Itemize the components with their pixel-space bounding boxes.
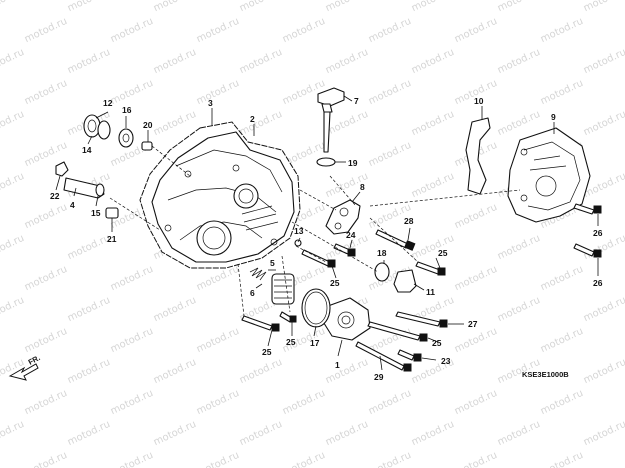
callout-27: 27 bbox=[468, 319, 478, 329]
callout-25e: 25 bbox=[432, 338, 442, 348]
callout-14: 14 bbox=[82, 145, 92, 155]
leader-lines bbox=[55, 95, 599, 371]
callout-25d: 25 bbox=[286, 337, 296, 347]
sprocket-cover-assembly bbox=[465, 117, 591, 223]
chain-guide-plate bbox=[465, 117, 491, 195]
callout-10: 10 bbox=[474, 96, 484, 106]
callout-2: 2 bbox=[250, 114, 255, 124]
sealing-washer bbox=[374, 262, 390, 282]
oil-dipstick bbox=[316, 87, 345, 167]
crankcase-cover-assembly bbox=[139, 121, 301, 269]
callout-17: 17 bbox=[310, 338, 320, 348]
o-ring-14 bbox=[97, 120, 111, 140]
direction-label: FR. bbox=[27, 353, 42, 367]
filter-spring bbox=[249, 267, 267, 281]
callout-16: 16 bbox=[122, 105, 132, 115]
callout-1: 1 bbox=[335, 360, 340, 370]
callout-23: 23 bbox=[441, 356, 451, 366]
drive-sprocket-cover bbox=[507, 127, 591, 223]
callout-13: 13 bbox=[294, 226, 304, 236]
callout-3: 3 bbox=[208, 98, 213, 108]
callout-7: 7 bbox=[354, 96, 359, 106]
washer-15 bbox=[95, 183, 105, 197]
callout-21: 21 bbox=[107, 234, 117, 244]
rubber-grommet bbox=[393, 269, 417, 293]
front-direction-arrow: FR. bbox=[8, 353, 42, 381]
callout-26a: 26 bbox=[593, 228, 603, 238]
callout-28: 28 bbox=[404, 216, 414, 226]
callout-11: 11 bbox=[426, 287, 435, 297]
bearing bbox=[118, 128, 134, 148]
dowel-pin-21 bbox=[105, 207, 119, 219]
callout-25b: 25 bbox=[330, 278, 340, 288]
callout-25a: 25 bbox=[438, 248, 448, 258]
callout-19: 19 bbox=[348, 158, 358, 168]
callout-9: 9 bbox=[551, 112, 556, 122]
oil-seal bbox=[83, 114, 101, 138]
diagram-code: KSE3E1000B bbox=[522, 370, 569, 379]
callout-12: 12 bbox=[103, 98, 113, 108]
crankcase-cover bbox=[151, 131, 295, 263]
callout-6: 6 bbox=[250, 288, 255, 298]
callout-25c: 25 bbox=[262, 347, 272, 357]
callout-4: 4 bbox=[70, 200, 75, 210]
clutch-lifter-bracket bbox=[325, 199, 361, 235]
callout-26b: 26 bbox=[593, 278, 603, 288]
callout-20: 20 bbox=[143, 120, 153, 130]
oil-filter-element bbox=[271, 273, 295, 305]
filter-cover-o-ring bbox=[301, 288, 331, 328]
callout-numbers: 1 2 3 4 5 6 7 8 9 10 11 12 13 14 15 16 1… bbox=[50, 96, 603, 382]
callout-18: 18 bbox=[377, 248, 387, 258]
retaining-clip bbox=[55, 161, 69, 177]
callout-5: 5 bbox=[270, 258, 275, 268]
callout-15: 15 bbox=[91, 208, 101, 218]
callout-29: 29 bbox=[374, 372, 384, 382]
callout-8: 8 bbox=[360, 182, 365, 192]
assembly-lines bbox=[109, 145, 521, 317]
dowel-pin-20 bbox=[141, 141, 153, 151]
dipstick-o-ring bbox=[316, 157, 336, 167]
callout-22: 22 bbox=[50, 191, 60, 201]
callout-24: 24 bbox=[346, 230, 356, 240]
